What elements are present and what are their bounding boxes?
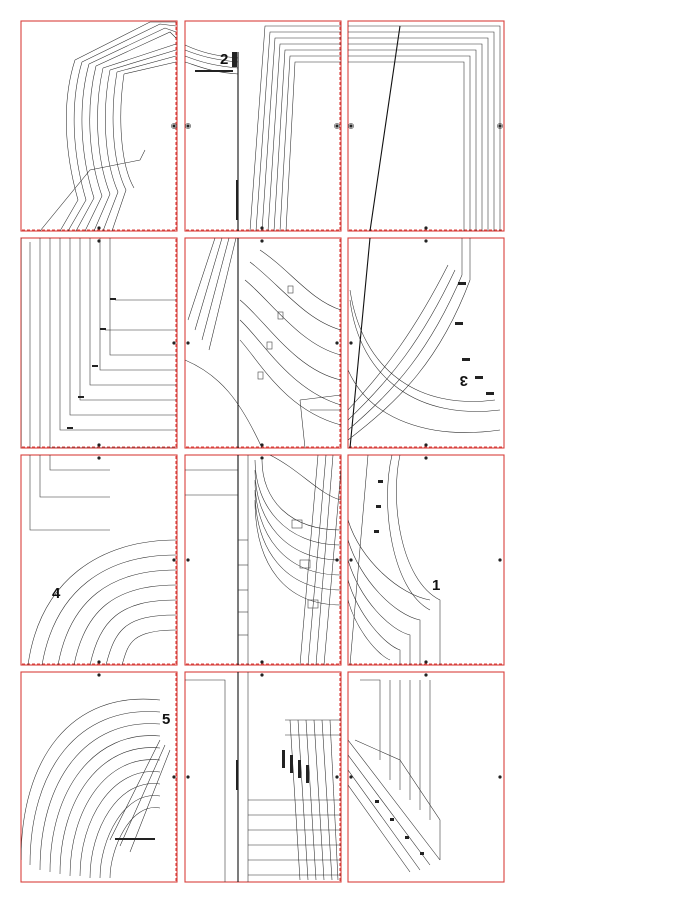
alignment-marks: [97, 123, 503, 779]
pattern-lines-r4-c2: [185, 672, 341, 882]
pattern-lines-r4-c3: [348, 679, 441, 873]
align-mark: [172, 341, 176, 345]
align-mark: [186, 341, 190, 345]
align-mark: [349, 775, 353, 779]
pattern-lines-r1-c1: [39, 21, 177, 231]
tile-r3-c1: [20, 454, 178, 666]
align-mark: [260, 456, 264, 460]
align-mark: [97, 660, 101, 664]
align-mark: [260, 673, 264, 677]
align-mark: [97, 226, 101, 230]
pattern-lines-r1-c3: [348, 25, 501, 231]
align-mark: [260, 239, 264, 243]
align-mark: [260, 660, 264, 664]
piece-label-4: 4: [52, 585, 61, 602]
align-mark: [172, 558, 176, 562]
align-mark: [185, 123, 191, 129]
align-mark: [424, 673, 428, 677]
align-mark: [424, 443, 428, 447]
align-mark: [349, 341, 353, 345]
piece-label-5: 5: [162, 711, 170, 728]
align-mark: [186, 558, 190, 562]
pattern-lines-r4-c1: [21, 698, 171, 879]
align-mark: [334, 123, 340, 129]
tile-r1-c3: [347, 20, 505, 232]
tile-frames: [20, 20, 505, 883]
pattern-lines-r1-c2: [185, 25, 341, 231]
pattern-lines-r3-c3: [348, 455, 441, 665]
pattern-lines-r2-c1: [21, 238, 176, 448]
tile-r3-c2: [184, 454, 342, 666]
piece-label-1: 1: [432, 577, 440, 594]
align-mark: [424, 239, 428, 243]
align-mark: [171, 123, 177, 129]
align-mark: [498, 775, 502, 779]
piece-label-3: 3: [460, 372, 468, 389]
piece-label-2: 2: [220, 51, 228, 68]
align-mark: [424, 226, 428, 230]
pattern-lines-r3-c2: [185, 455, 341, 665]
align-mark: [97, 673, 101, 677]
align-mark: [172, 775, 176, 779]
tile-r2-c3: [347, 237, 505, 449]
tile-r2-c1: [20, 237, 178, 449]
align-mark: [335, 775, 339, 779]
align-mark: [348, 123, 354, 129]
pattern-lines-r2-c3: [348, 238, 501, 448]
align-mark: [97, 443, 101, 447]
pattern-lines-r3-c1: [27, 455, 177, 665]
tile-r4-c2: [184, 671, 342, 883]
trim-lines: [22, 22, 503, 881]
align-mark: [349, 558, 353, 562]
tile-r2-c2: [184, 237, 342, 449]
tile-r3-c3: [347, 454, 505, 666]
align-mark: [97, 456, 101, 460]
tile-r4-c1: [20, 671, 178, 883]
tile-r1-c1: [20, 20, 178, 232]
align-mark: [424, 456, 428, 460]
align-mark: [498, 558, 502, 562]
align-mark: [186, 775, 190, 779]
tile-r4-c3: [347, 671, 505, 883]
pattern-lines-r2-c2: [185, 238, 341, 448]
align-mark: [424, 660, 428, 664]
align-mark: [335, 341, 339, 345]
